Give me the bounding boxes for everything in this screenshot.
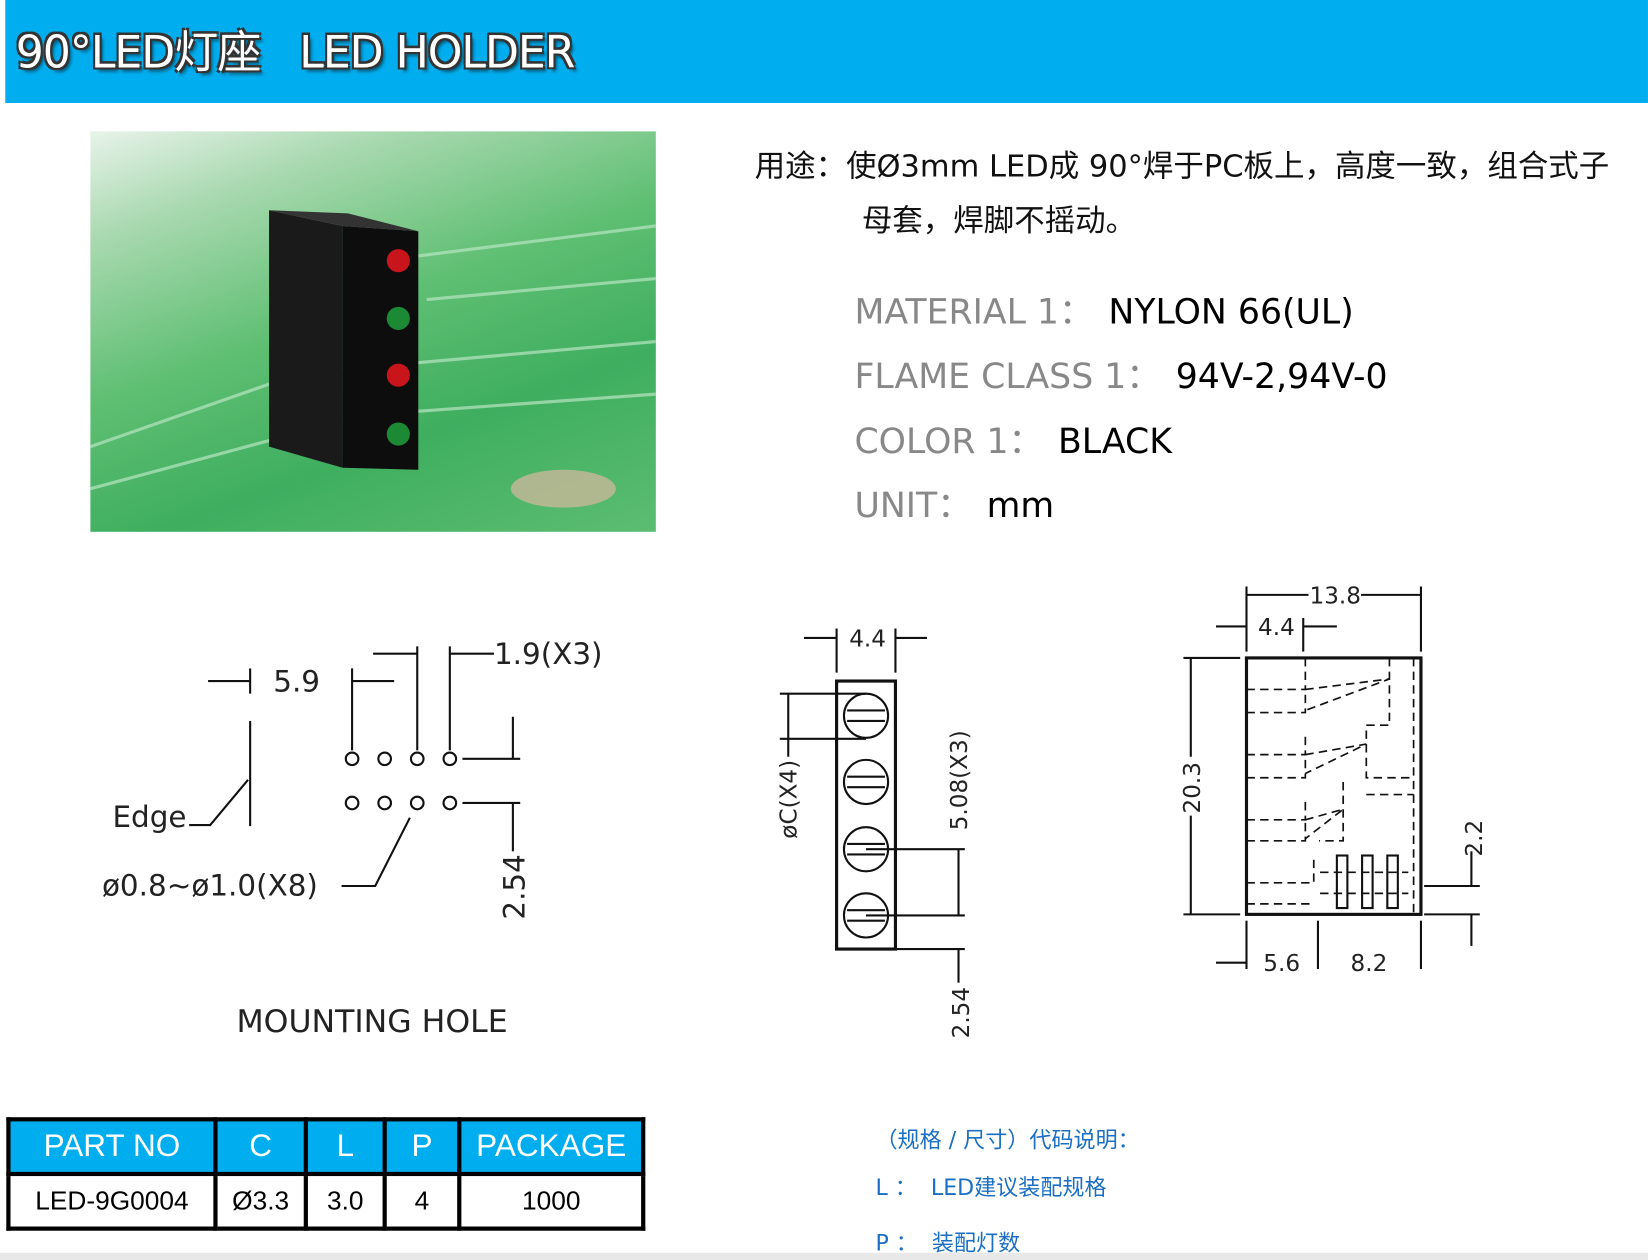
pins	[1335, 854, 1399, 910]
mounting-hole-drawing	[189, 646, 521, 888]
cell-package: 1000	[457, 1171, 646, 1231]
dim-front-4-4: 4.4	[1258, 615, 1295, 641]
usage-description: 用途：使Ø3mm LED成 90°焊于PC板上，高度一致，组合式子 母套，焊脚不…	[755, 139, 1610, 248]
page-title: 90°LED灯座 LED HOLDER	[15, 26, 576, 78]
dim-2-54: 2.54	[497, 854, 531, 919]
col-header-part-no: PART NO	[6, 1117, 218, 1177]
spec-label: COLOR 1：	[854, 420, 1044, 462]
usage-line-2: 母套，焊脚不摇动。	[861, 202, 1137, 239]
bottom-divider	[0, 1252, 1648, 1260]
led-sockets	[842, 692, 890, 939]
dim-5-6: 5.6	[1263, 951, 1300, 977]
spec-value: BLACK	[1057, 420, 1172, 462]
note-p: P ： 装配灯数	[875, 1230, 1021, 1256]
spec-flame-class: FLAME CLASS 1： 94V-2,94V-0	[854, 348, 1387, 398]
dim-side-width: 4.4	[849, 626, 886, 652]
header-banner: 90°LED灯座 LED HOLDER	[5, 0, 1648, 103]
note-l: L ： LED建议装配规格	[875, 1175, 1107, 1201]
side-view-drawing	[779, 628, 965, 983]
dim-total-width: 13.8	[1310, 583, 1361, 609]
dim-5-9: 5.9	[273, 665, 320, 699]
spec-label: UNIT：	[854, 484, 972, 526]
mounting-hole-title: MOUNTING HOLE	[236, 1004, 507, 1040]
col-header-l: L	[303, 1117, 387, 1177]
col-header-package: PACKAGE	[457, 1117, 646, 1177]
spec-value: 94V-2,94V-0	[1175, 355, 1388, 397]
dim-height: 20.3	[1180, 762, 1206, 813]
front-view-drawing	[1183, 586, 1480, 970]
spec-color: COLOR 1： BLACK	[854, 413, 1172, 463]
dim-2-2: 2.2	[1462, 820, 1488, 857]
dim-pitch: 1.9(X3)	[494, 637, 603, 671]
notes-title: （规格 / 尺寸）代码说明：	[875, 1127, 1140, 1153]
hole-diameter-label: ø0.8~ø1.0(X8)	[102, 868, 318, 902]
dim-side-pitch: 5.08(X3)	[947, 730, 973, 830]
parts-table: PART NO C L P PACKAGE LED-9G0004 Ø3.3 3.…	[6, 1117, 646, 1231]
dim-side-2-54: 2.54	[949, 987, 975, 1038]
col-header-c: C	[213, 1117, 308, 1177]
col-header-p: P	[382, 1117, 462, 1177]
spec-value: mm	[986, 484, 1055, 526]
dim-c: øC(X4)	[777, 760, 803, 839]
usage-label: 用途：	[754, 148, 847, 184]
spec-value: NYLON 66(UL)	[1108, 291, 1354, 333]
edge-label: Edge	[112, 800, 186, 834]
cell-p: 4	[382, 1171, 462, 1231]
technical-drawings: 5.9 1.9(X3) Edge ø0.8~ø1.0(X8) 2.54 MOUN…	[102, 583, 1488, 1040]
usage-line-1: 使Ø3mm LED成 90°焊于PC板上，高度一致，组合式子	[846, 148, 1610, 184]
table-row: LED-9G0004 Ø3.3 3.0 4 1000	[6, 1171, 646, 1231]
cell-l: 3.0	[303, 1171, 387, 1231]
cell-part-no: LED-9G0004	[6, 1171, 218, 1231]
spec-material: MATERIAL 1： NYLON 66(UL)	[854, 284, 1353, 334]
dim-8-2: 8.2	[1351, 951, 1388, 977]
spec-label: MATERIAL 1：	[854, 291, 1094, 333]
mounting-holes	[344, 751, 458, 811]
table-header-row: PART NO C L P PACKAGE	[6, 1117, 646, 1177]
cell-c: Ø3.3	[213, 1171, 308, 1231]
product-photo	[90, 131, 656, 532]
spec-unit: UNIT： mm	[854, 477, 1054, 527]
spec-label: FLAME CLASS 1：	[854, 355, 1161, 397]
